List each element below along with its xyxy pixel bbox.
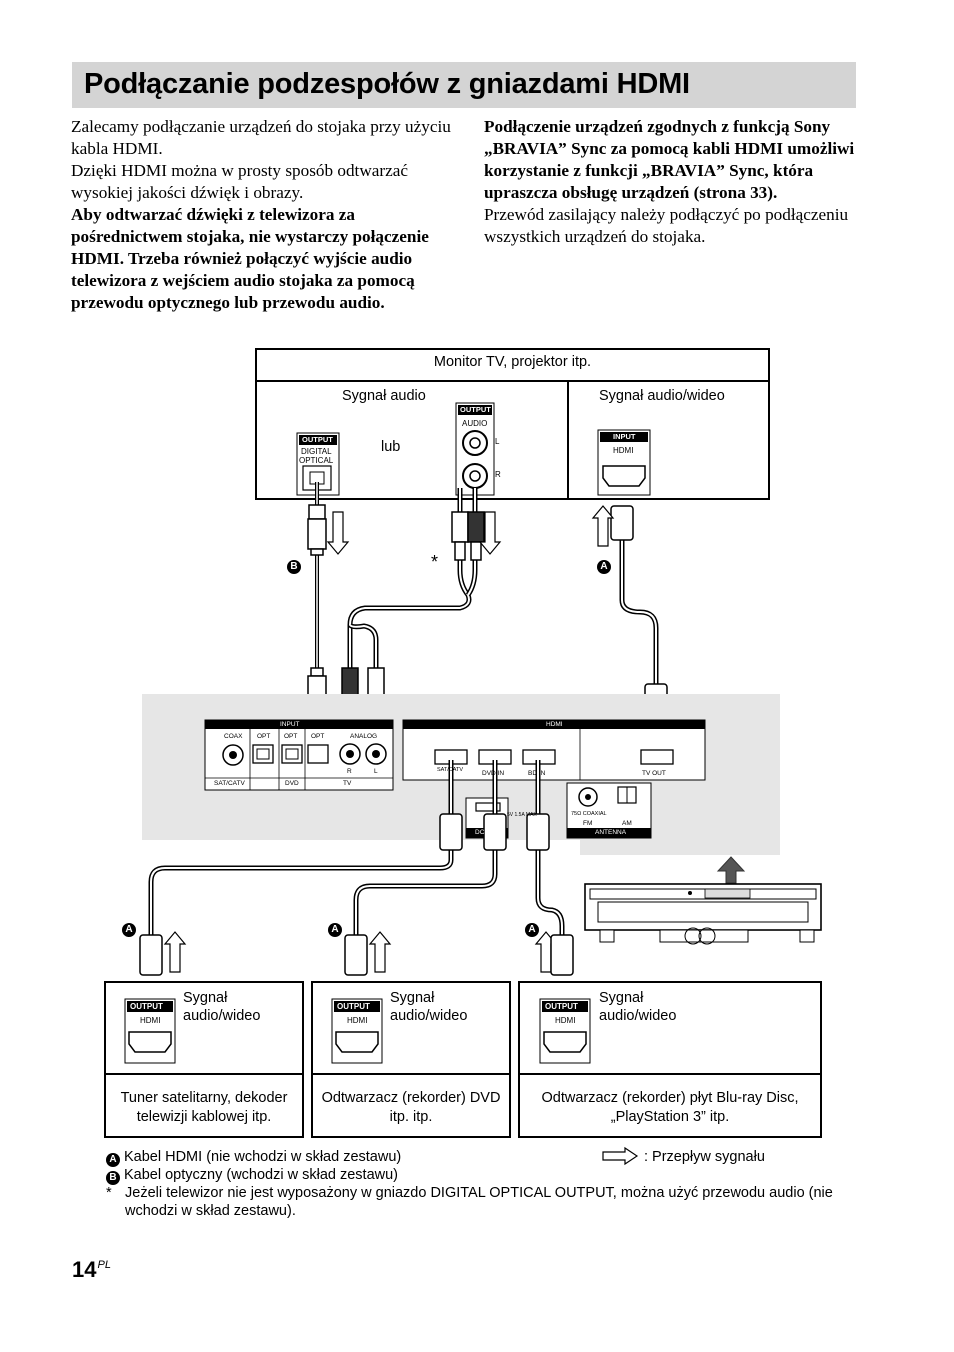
- tv-audio-ports: [455, 402, 495, 496]
- rack-tv-label: TV: [343, 780, 352, 787]
- rack-r-label: R: [347, 768, 352, 775]
- rack-opt1-label: OPT: [257, 733, 271, 740]
- intro-paragraph-1: Zalecamy podłączanie urządzeń do stojaka…: [71, 117, 451, 158]
- legend-a: A Kabel HDMI (nie wchodzi w skład zestawu…: [106, 1148, 586, 1167]
- tv-optical-output-tag: OUTPUT: [302, 435, 333, 444]
- rack-sat-label: SAT/CATV: [214, 780, 245, 787]
- legend-asterisk: *: [106, 1185, 112, 1201]
- legend-note: Jeżeli telewizor nie jest wyposażony w g…: [125, 1185, 833, 1219]
- rack-l-label: L: [374, 768, 378, 775]
- rack-fm-label: FM: [583, 820, 593, 827]
- tv-audio-signal-label: Sygnał audio: [342, 388, 426, 404]
- rack-analog-label: ANALOG: [350, 733, 378, 740]
- tv-box: [255, 348, 770, 500]
- rack-am-label: AM: [622, 820, 632, 827]
- device-1-signal-label: Sygnał audio/wideo: [183, 990, 261, 1024]
- device-1-name: Tuner satelitarny, dekoder telewizji kab…: [120, 1090, 288, 1125]
- tv-hdmi-input-tag: INPUT: [613, 432, 636, 441]
- marker-a-device-1: A: [122, 923, 136, 937]
- device-1-output-tag: OUTPUT: [130, 1002, 163, 1011]
- device-3-hdmi-label: HDMI: [555, 1016, 576, 1025]
- power-cord-note: Przewód zasilający należy podłączyć po p…: [484, 205, 849, 246]
- device-3-output-tag: OUTPUT: [545, 1002, 578, 1011]
- flow-arrow-icon: [602, 1146, 639, 1166]
- rack-hdmi-tvout-label: TV OUT: [642, 770, 666, 777]
- hdmi-cables-devices: [139, 760, 574, 976]
- rack-dc-max-label: 5V 1.5A MAX: [507, 812, 537, 818]
- rack-hdmi-header: HDMI: [546, 721, 563, 728]
- device-2-signal-label: Sygnał audio/wideo: [390, 990, 468, 1024]
- intro-left-column: Zalecamy podłączanie urządzeń do stojaka…: [71, 116, 451, 314]
- signal-arrows: [163, 505, 615, 973]
- tv-hdmi-port-label: HDMI: [613, 446, 634, 455]
- intro-right-column: Podłączenie urządzeń zgodnych z funkcją …: [484, 116, 866, 248]
- marker-asterisk: *: [431, 552, 439, 572]
- legend-b: B Kabel optyczny (wchodzi w skład zestawu…: [106, 1166, 586, 1185]
- page-title: Podłączanie podzespołów z gniazdami HDMI: [84, 68, 690, 100]
- tv-box-title: Monitor TV, projektor itp.: [433, 354, 592, 370]
- bravia-sync-note: Podłączenie urządzeń zgodnych z funkcją …: [484, 117, 855, 202]
- tv-optical-label-1: DIGITAL: [301, 447, 332, 456]
- tv-hdmi-port: [597, 429, 651, 496]
- hdmi-cable-tv: [610, 505, 668, 719]
- rack-opt2-label: OPT: [284, 733, 298, 740]
- legend-flow-label: : Przepływ sygnału: [644, 1149, 765, 1165]
- legend-b-text: Kabel optyczny (wchodzi w skład zestawu): [124, 1167, 399, 1183]
- legend-a-marker: A: [106, 1153, 120, 1167]
- device-2-output-tag: OUTPUT: [337, 1002, 370, 1011]
- device-3-signal-label: Sygnał audio/wideo: [599, 990, 677, 1024]
- marker-a-tv: A: [597, 560, 611, 574]
- intro-paragraph-2: Dzięki HDMI można w prosty sposób odtwar…: [71, 161, 408, 202]
- device-3-name: Odtwarzacz (rekorder) płyt Blu-ray Disc,…: [541, 1090, 799, 1125]
- marker-a-device-2: A: [328, 923, 342, 937]
- marker-b: B: [287, 560, 301, 574]
- tv-optical-label-2: OPTICAL: [299, 456, 334, 465]
- device-1-hdmi-label: HDMI: [140, 1016, 161, 1025]
- title-bar: Podłączanie podzespołów z gniazdami HDMI: [72, 62, 856, 108]
- page-number: 14PL: [72, 1257, 111, 1282]
- rack-rear-panel: [142, 694, 780, 855]
- rack-hdmi-sat-label: SAT/CATV: [437, 767, 464, 773]
- legend-a-text: Kabel HDMI (nie wchodzi w skład zestawu): [124, 1149, 402, 1165]
- tv-audio-r: R: [495, 470, 501, 479]
- intro-paragraph-3: Aby odtwarzać dźwięki z telewizora za po…: [71, 205, 429, 312]
- optical-cable: [307, 482, 327, 725]
- rack-antenna-label: ANTENNA: [595, 829, 627, 836]
- rack-dvd-label: DVD: [285, 780, 299, 787]
- rack-coax-label: COAX: [224, 733, 243, 740]
- rack-dc-label: DC: [475, 829, 485, 836]
- rack-opt3-label: OPT: [311, 733, 325, 740]
- tv-av-signal-label: Sygnał audio/wideo: [599, 388, 725, 404]
- audio-cable: [341, 488, 485, 721]
- device-2-name: Odtwarzacz (rekorder) DVD itp. itp.: [321, 1090, 501, 1125]
- rack-front-view: [584, 856, 822, 945]
- rack-hdmi-bd-label: BD IN: [528, 770, 546, 777]
- rack-input-header: INPUT: [280, 721, 300, 728]
- tv-audio-port-label: AUDIO: [462, 419, 488, 428]
- tv-audio-l: L: [495, 437, 500, 446]
- marker-a-device-3: A: [525, 923, 539, 937]
- device-hdmi-ports: [124, 998, 591, 1064]
- rack-hdmi-dvd-label: DVD IN: [482, 770, 505, 777]
- device-2-hdmi-label: HDMI: [347, 1016, 368, 1025]
- rack-coaxial-label: 75Ω COAXIAL: [571, 811, 607, 817]
- legend-b-marker: B: [106, 1171, 120, 1185]
- or-label: lub: [381, 439, 401, 455]
- tv-audio-output-tag: OUTPUT: [460, 405, 491, 414]
